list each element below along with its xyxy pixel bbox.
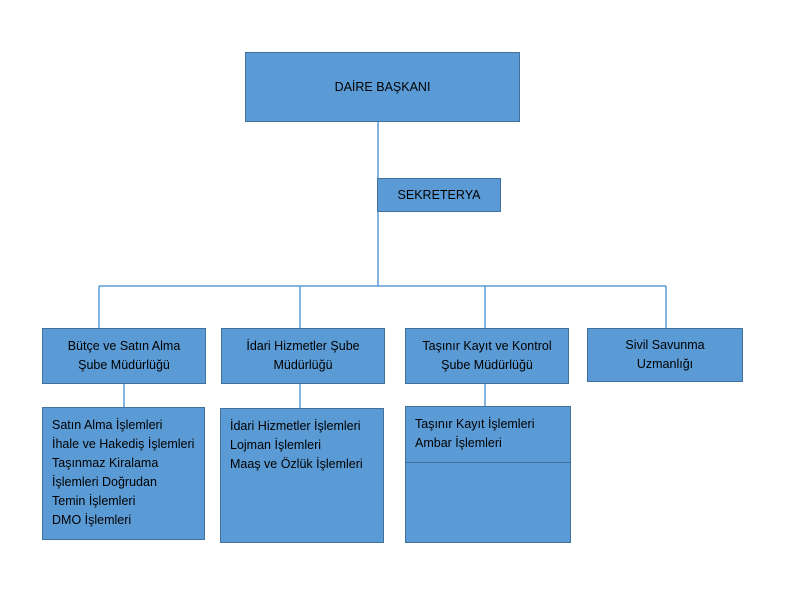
- task-item: İhale ve Hakediş İşlemleri: [52, 437, 195, 451]
- unit-title-line: Uzmanlığı: [636, 357, 694, 371]
- unit-title-line: Şube Müdürlüğü: [441, 358, 533, 372]
- unit-title-line: Bütçe ve Satın Alma: [67, 339, 181, 353]
- task-item: Temin İşlemleri: [52, 494, 136, 508]
- task-item: Taşınır Kayıt İşlemleri: [415, 417, 535, 431]
- task-item: DMO İşlemleri: [52, 513, 132, 527]
- unit-box-1: Bütçe ve Satın Alma Şube Müdürlüğü: [42, 328, 206, 384]
- unit-title-line: Müdürlüğü: [273, 358, 333, 372]
- task-list-box-1: Satın Alma İşlemleri İhale ve Hakediş İş…: [42, 407, 205, 540]
- unit-title-line: Sivil Savunma: [625, 338, 705, 352]
- task-list-box-3: Taşınır Kayıt İşlemleri Ambar İşlemleri: [405, 406, 571, 543]
- task-item: Lojman İşlemleri: [230, 438, 322, 452]
- task-item: Satın Alma İşlemleri: [52, 418, 163, 432]
- unit-title-line: Taşınır Kayıt ve Kontrol: [422, 339, 552, 353]
- root-label: DAİRE BAŞKANI: [334, 79, 431, 94]
- secretariat-label: SEKRETERYA: [397, 187, 481, 202]
- unit-title-line: Şube Müdürlüğü: [78, 358, 170, 372]
- root-box: DAİRE BAŞKANI: [245, 52, 520, 122]
- unit-box-2: İdari Hizmetler Şube Müdürlüğü: [221, 328, 385, 384]
- task-item: Taşınmaz Kiralama: [52, 456, 159, 470]
- task-item: Maaş ve Özlük İşlemleri: [230, 457, 363, 471]
- secretariat-box: SEKRETERYA: [377, 178, 501, 212]
- task-list-inner: Taşınır Kayıt İşlemleri Ambar İşlemleri: [406, 407, 570, 463]
- task-item: İşlemleri Doğrudan: [52, 475, 157, 489]
- task-list-box-2: İdari Hizmetler İşlemleri Lojman İşlemle…: [220, 408, 384, 543]
- unit-box-4: Sivil Savunma Uzmanlığı: [587, 328, 743, 382]
- unit-title-line: İdari Hizmetler Şube: [246, 339, 360, 353]
- task-item: Ambar İşlemleri: [415, 436, 502, 450]
- task-item: İdari Hizmetler İşlemleri: [230, 419, 361, 433]
- unit-box-3: Taşınır Kayıt ve Kontrol Şube Müdürlüğü: [405, 328, 569, 384]
